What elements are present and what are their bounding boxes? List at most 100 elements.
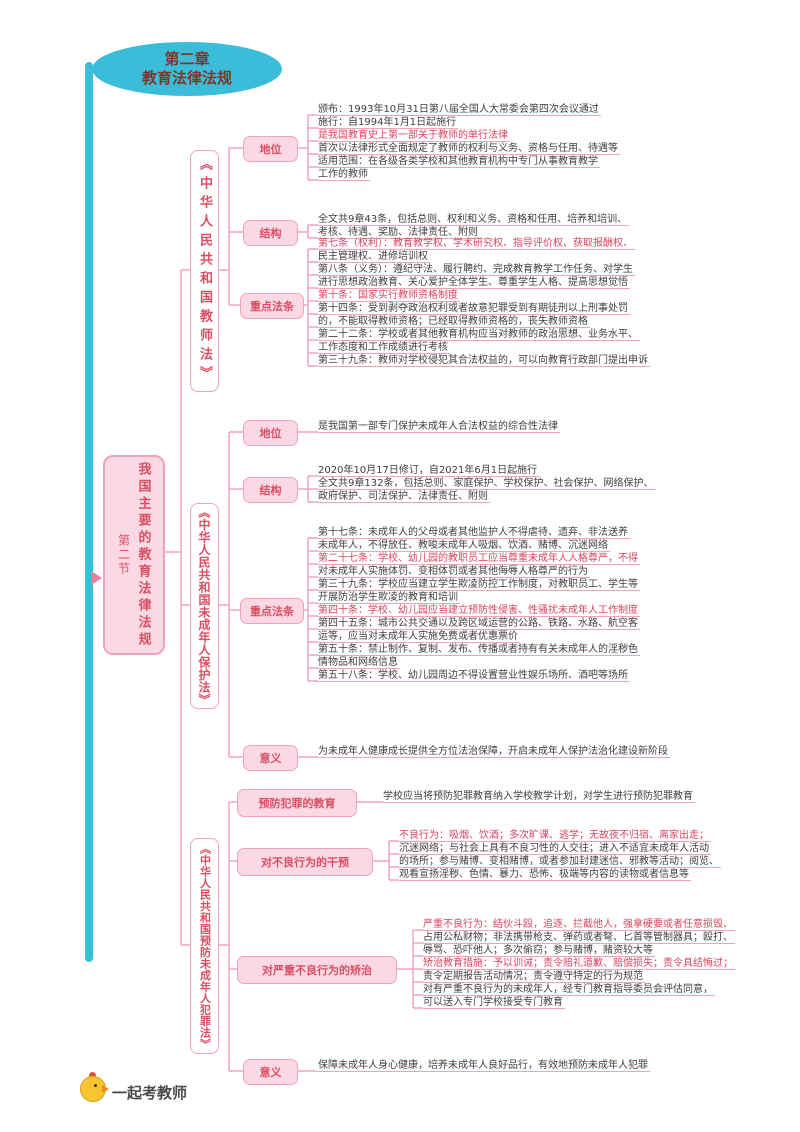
chapter-title: 教育法律法规 — [141, 69, 232, 87]
leaf-line: 第十条：国家实行教师资格制度 — [318, 290, 460, 302]
leaf-group-significance-3: 保障未成年人身心健康，培养未成年人良好品行，有效地预防未成年人犯罪 — [318, 1060, 650, 1073]
mascot-icon — [80, 1072, 109, 1102]
leaf-line: 严重不良行为：结伙斗殴，追逐、拦截他人，强拿硬要或者任意损毁、 — [423, 919, 735, 931]
leaf-line: 观看宣扬淫秽、色情、暴力、恐怖、极端等内容的读物或者信息等 — [399, 869, 691, 881]
leaf-line: 保障未成年人身心健康，培养未成年人良好品行，有效地预防未成年人犯罪 — [318, 1060, 650, 1072]
sub-node-label: 意义 — [259, 1066, 282, 1079]
leaf-line: 对未成年人实施体罚、变相体罚或者其他侮辱人格尊严的行为 — [318, 566, 590, 578]
sub-node-label: 对不良行为的干预 — [261, 856, 349, 869]
leaf-line: 对有严重不良行为的未成年人，经专门教育指导委员会评估同意， — [423, 984, 715, 996]
leaf-line: 开展防治学生欺凌的教育和培训 — [318, 592, 460, 604]
leaf-line: 情物品和网络信息 — [318, 657, 400, 669]
branch-label: 《中华人民共和国未成年人保护法》 — [197, 506, 211, 706]
section-title: 我国主要的教育法律法规 — [135, 461, 151, 649]
sub-node-significance: 意义 — [243, 1059, 298, 1085]
leaf-group-structure-2: 2020年10月17日修订，自2021年6月1日起施行 全文共9章132条，包括… — [318, 465, 656, 504]
section-node: 第二节 我国主要的教育法律法规 — [103, 455, 165, 655]
sub-node-key-articles: 重点法条 — [240, 293, 304, 319]
leaf-group-structure-1: 全文共9章43条，包括总则、权利和义务、资格和任用、培养和培训、 考核、待遇、奖… — [318, 214, 630, 240]
leaf-group-status-1: 颁布：1993年10月31日第八届全国人大常委会第四次会议通过 施行：自1994… — [318, 104, 620, 182]
leaf-group-serious-bad-behavior: 严重不良行为：结伙斗殴，追逐、拦截他人，强拿硬要或者任意损毁、 占用公私财物；非… — [423, 919, 735, 1010]
leaf-line: 可以送入专门学校接受专门教育 — [423, 997, 565, 1009]
section-number: 第二节 — [116, 534, 131, 576]
sub-node-crime-prevention-education: 预防犯罪的教育 — [237, 789, 357, 817]
branch-node-delinquency-prevention-law: 《中华人民共和国预防未成年人犯罪法》 — [190, 838, 219, 1054]
leaf-group-significance-2: 为未成年人健康成长提供全方位法治保障，开启未成年人保护法治化建设新阶段 — [318, 746, 670, 759]
leaf-group-status-2: 是我国第一部专门保护未成年人合法权益的综合性法律 — [318, 421, 560, 434]
branch-label: 《中华人民共和国教师法》 — [197, 157, 212, 385]
leaf-group-key-articles-2: 第十七条：未成年人的父母或者其他监护人不得虐待、遗弃、非法送养 未成年人，不得放… — [318, 527, 640, 683]
leaf-line: 第五十八条：学校、幼儿园周边不得设置营业性娱乐场所、酒吧等场所 — [318, 670, 630, 682]
leaf-line: 学校应当将预防犯罪教育纳入学校教学计划，对学生进行预防犯罪教育 — [383, 791, 695, 803]
chapter-trunk-line — [85, 62, 93, 962]
mascot-beak — [102, 1085, 109, 1093]
leaf-line: 工作态度和工作成绩进行考核 — [318, 342, 450, 354]
leaf-line: 占用公私财物；非法携带枪支、弹药或者弩、匕首等管制器具；殴打、 — [423, 932, 735, 944]
leaf-line: 的场所；参与赌博、变相赌博，或者参加封建迷信、邪教等活动；阅览、 — [399, 856, 721, 868]
leaf-line: 沉迷网络；与社会上具有不良习性的人交往；进入不适宜未成年人活动 — [399, 843, 711, 855]
leaf-line: 工作的教师 — [318, 169, 370, 181]
leaf-line: 首次以法律形式全面规定了教师的权利与义务、资格与任用、待遇等 — [318, 143, 620, 155]
leaf-line: 第八条（义务）：遵纪守法、履行聘约、完成教育教学工作任务、对学生 — [318, 264, 635, 276]
sub-node-label: 重点法条 — [250, 300, 294, 313]
sub-node-label: 结构 — [259, 484, 282, 497]
leaf-line: 为未成年人健康成长提供全方位法治保障，开启未成年人保护法治化建设新阶段 — [318, 746, 670, 758]
leaf-line: 第十四条：受到剥夺政治权利或者故意犯罪受到有期徒刑以上刑事处罚 — [318, 303, 630, 315]
leaf-line: 运等，应当对未成年人实施免费或者优惠票价 — [318, 631, 520, 643]
sub-node-label: 重点法条 — [250, 605, 294, 618]
leaf-line: 是我国教育史上第一部关于教师的单行法律 — [318, 130, 510, 142]
leaf-line: 考核、待遇、奖励、法律责任、附则 — [318, 227, 480, 239]
leaf-line: 第四十五条：城市公共交通以及跨区域运营的公路、铁路、水路、航空客 — [318, 618, 640, 630]
sub-node-significance: 意义 — [243, 745, 298, 771]
leaf-group-key-articles-1: 第七条（权利）：教育教学权、学术研究权、指导评价权、获取报酬权、 民主管理权、进… — [318, 238, 650, 368]
sub-node-structure: 结构 — [243, 220, 298, 246]
leaf-line: 颁布：1993年10月31日第八届全国人大常委会第四次会议通过 — [318, 104, 601, 116]
chapter-number: 第二章 — [164, 50, 210, 69]
sub-node-label: 地位 — [259, 143, 282, 156]
leaf-line: 辱骂、恐吓他人；多次偷窃；参与赌博，赌资较大等 — [423, 945, 655, 957]
sub-node-label: 地位 — [259, 427, 282, 440]
branch-node-minor-protection-law: 《中华人民共和国未成年人保护法》 — [190, 503, 219, 709]
mascot-crest — [89, 1072, 96, 1079]
leaf-group-bad-behavior: 不良行为：吸烟、饮酒；多次旷课、逃学；无故夜不归宿、离家出走； 沉迷网络；与社会… — [399, 830, 721, 882]
sub-node-bad-behavior-intervention: 对不良行为的干预 — [237, 848, 373, 876]
leaf-line: 责令定期报告活动情况；责令遵守特定的行为规范 — [423, 971, 645, 983]
arrow-icon — [91, 571, 102, 585]
mascot-eye — [94, 1084, 97, 1087]
sub-node-label: 意义 — [259, 752, 282, 765]
leaf-line: 第三十九条：学校应当建立学生欺凌防控工作制度，对教职员工、学生等 — [318, 579, 640, 591]
leaf-line: 矫治教育措施：予以训诫；责令赔礼道歉、赔偿损失；责令具结悔过； — [423, 958, 735, 970]
leaf-line: 政府保护、司法保护、法律责任、附则 — [318, 491, 490, 503]
sub-node-label: 结构 — [259, 227, 282, 240]
branch-label: 《中华人民共和国预防未成年人犯罪法》 — [198, 842, 212, 1050]
brand-text: 一起考教师 — [112, 1084, 188, 1102]
leaf-line: 第七条（权利）：教育教学权、学术研究权、指导评价权、获取报酬权、 — [318, 238, 635, 250]
leaf-line: 第二十二条：学校或者其他教育机构应当对教师的政治思想、业务水平、 — [318, 329, 640, 341]
branch-node-teachers-law: 《中华人民共和国教师法》 — [190, 150, 219, 392]
leaf-line: 不良行为：吸烟、饮酒；多次旷课、逃学；无故夜不归宿、离家出走； — [399, 830, 711, 842]
leaf-line: 全文共9章43条，包括总则、权利和义务、资格和任用、培养和培训、 — [318, 214, 630, 226]
leaf-group-prevention-education: 学校应当将预防犯罪教育纳入学校教学计划，对学生进行预防犯罪教育 — [383, 791, 695, 804]
leaf-line: 适用范围：在各级各类学校和其他教育机构中专门从事教育教学 — [318, 156, 600, 168]
leaf-line: 是我国第一部专门保护未成年人合法权益的综合性法律 — [318, 421, 560, 433]
sub-node-status: 地位 — [243, 136, 298, 162]
sub-node-status: 地位 — [243, 420, 298, 446]
chapter-bubble: 第二章 教育法律法规 — [92, 42, 282, 96]
leaf-line: 施行：自1994年1月1日起施行 — [318, 117, 459, 129]
sub-node-label: 对严重不良行为的矫治 — [262, 964, 372, 977]
leaf-line: 2020年10月17日修订，自2021年6月1日起施行 — [318, 465, 540, 477]
leaf-line: 进行思想政治教育、关心爱护全体学生、尊重学生人格、提高思想觉悟 — [318, 277, 630, 289]
leaf-line: 第十七条：未成年人的父母或者其他监护人不得虐待、遗弃、非法送养 — [318, 527, 630, 539]
leaf-line: 未成年人，不得放任、教唆未成年人吸烟、饮酒、赌博、沉迷网络 — [318, 540, 610, 552]
leaf-line: 全文共9章132条，包括总则、家庭保护、学校保护、社会保护、网络保护、 — [318, 478, 656, 490]
leaf-line: 第二十七条：学校、幼儿园的教职员工应当尊重未成年人人格尊严，不得 — [318, 553, 640, 565]
leaf-line: 民主管理权、进修培训权 — [318, 251, 430, 263]
leaf-line: 第五十条：禁止制作、复制、发布、传播或者持有有关未成年人的淫秽色 — [318, 644, 640, 656]
sub-node-key-articles: 重点法条 — [240, 598, 304, 624]
mascot-body — [80, 1076, 106, 1102]
leaf-line: 的，不能取得教师资格；已经取得教师资格的，丧失教师资格 — [318, 316, 590, 328]
sub-node-serious-bad-behavior-correction: 对严重不良行为的矫治 — [237, 956, 397, 984]
leaf-line: 第三十九条：教师对学校侵犯其合法权益的，可以向教育行政部门提出申诉 — [318, 355, 650, 367]
